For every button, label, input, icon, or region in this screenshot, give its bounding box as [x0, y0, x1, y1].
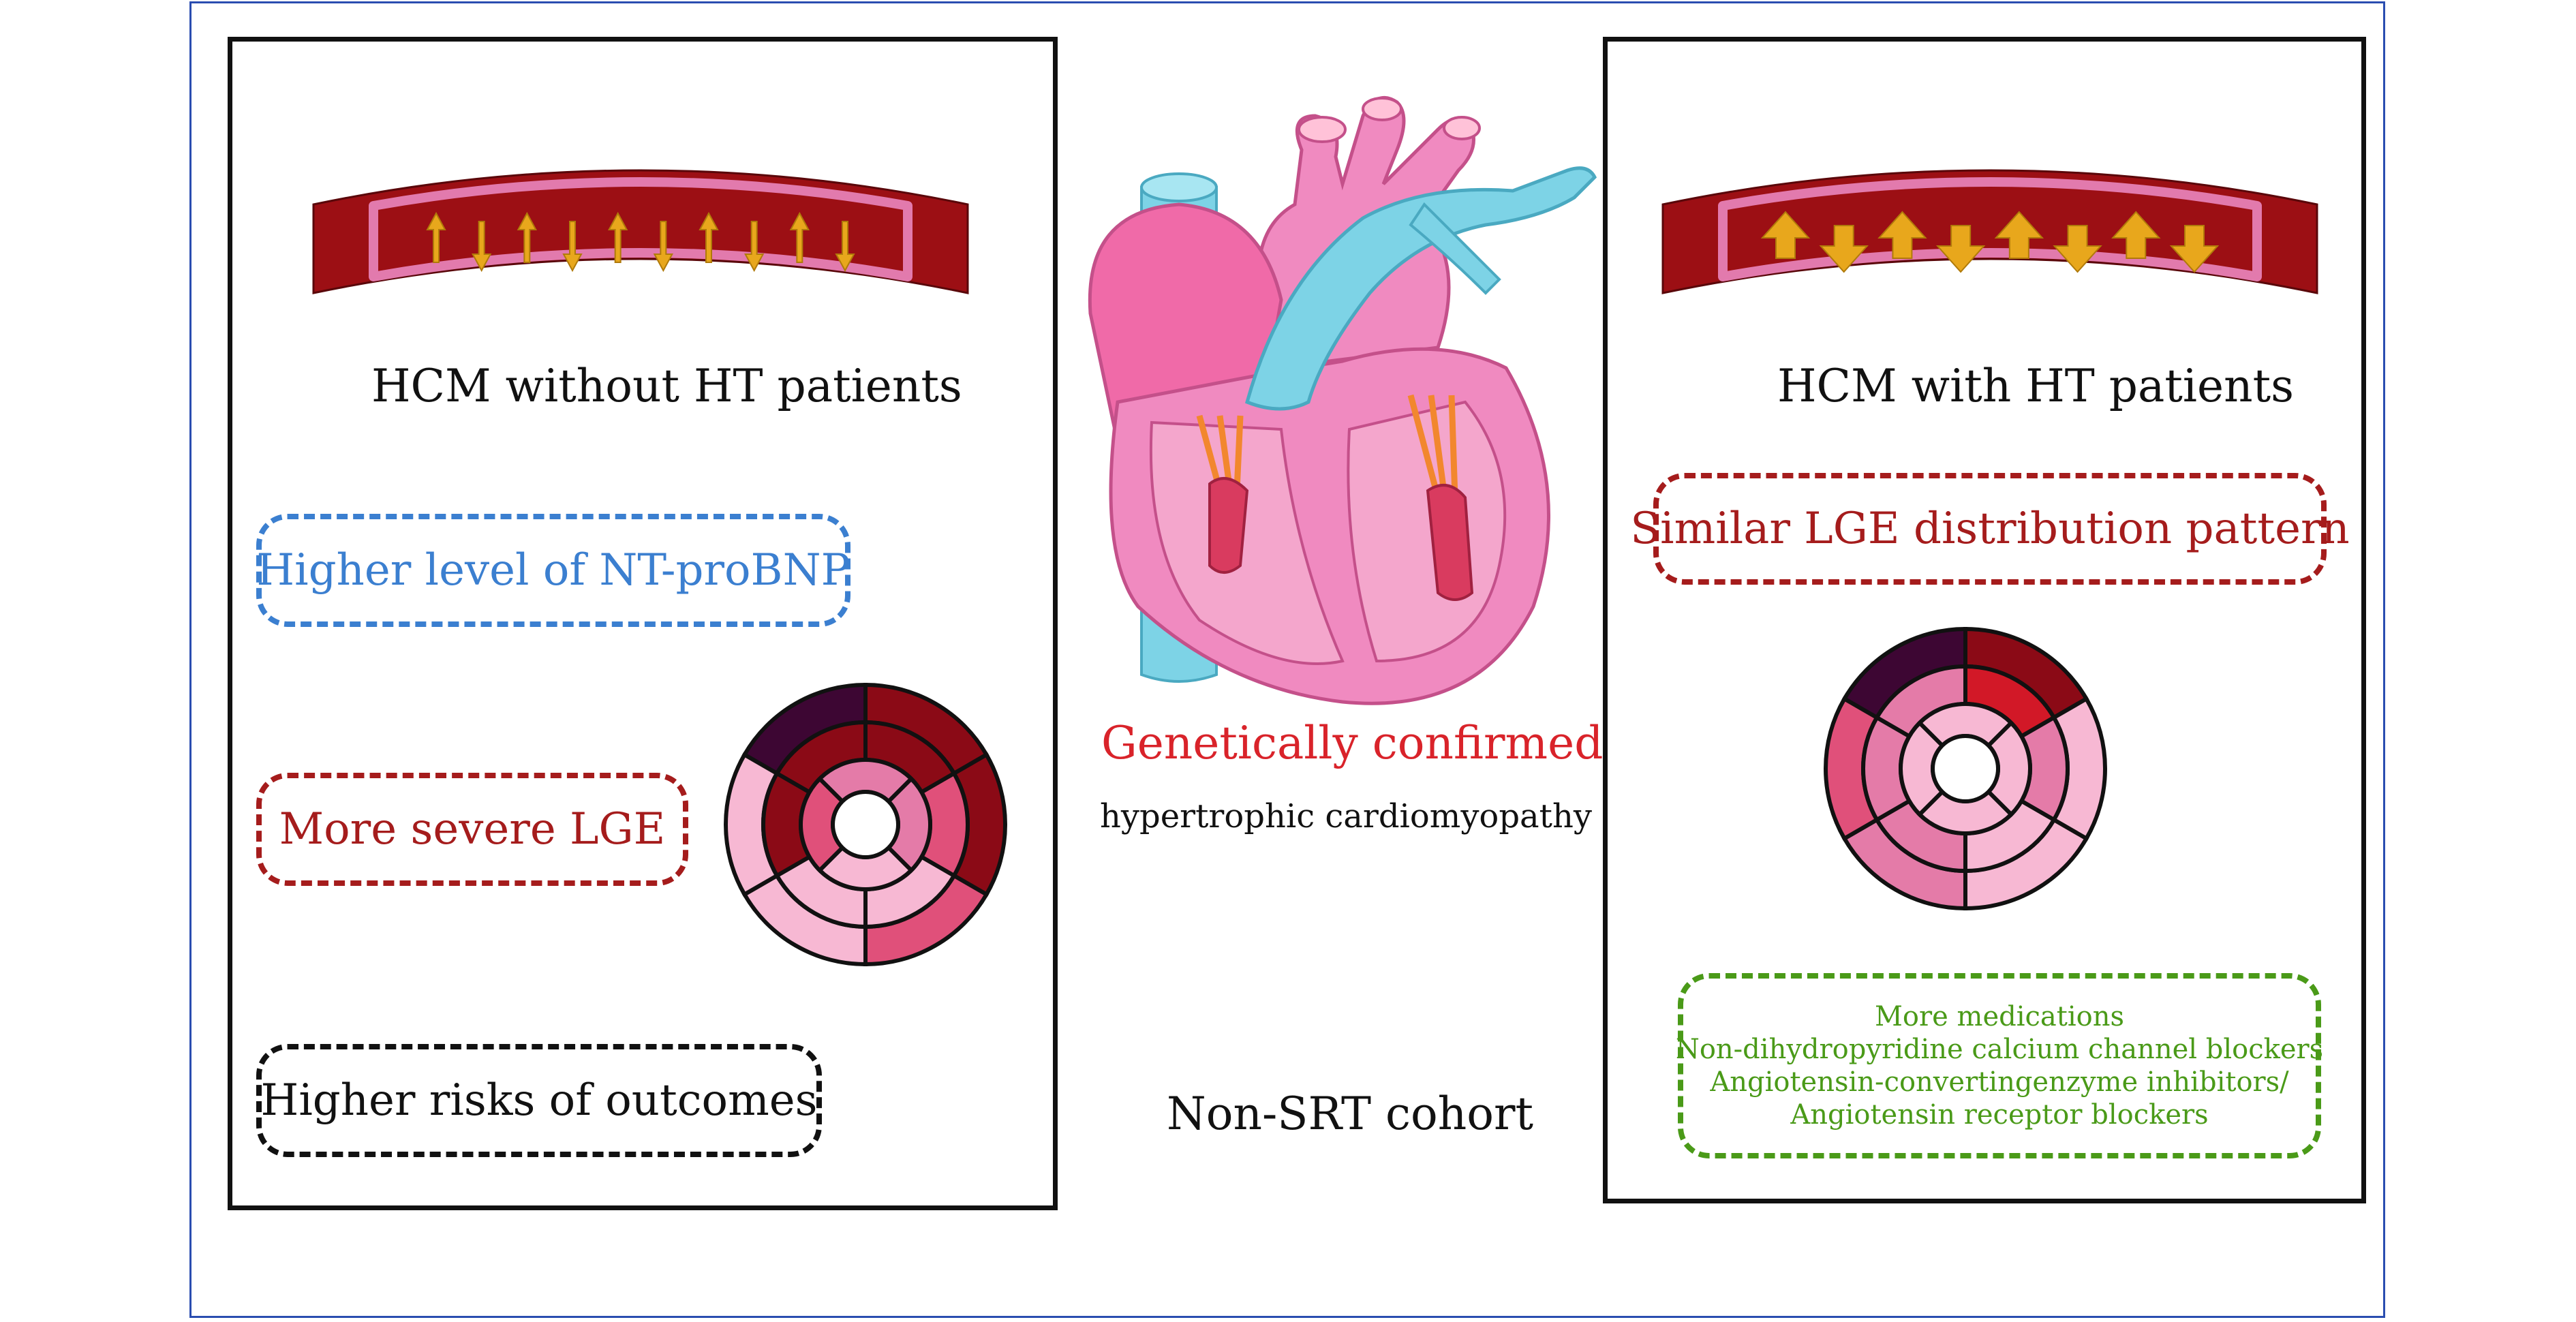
blood-vessel-thick-wall-icon — [1661, 169, 2318, 294]
arrow-up-icon — [1760, 211, 1811, 259]
arrow-up-icon — [1877, 211, 1927, 259]
genetically-confirmed-label: Genetically confirmed — [1101, 717, 1604, 769]
bullseye-apex — [831, 790, 900, 859]
bullseye-apex — [1931, 734, 2000, 803]
vessel-arrows — [426, 211, 855, 273]
arrow-up-icon — [1994, 211, 2044, 259]
vessel-arrows — [1760, 211, 2220, 273]
papillary-muscle-right — [1426, 484, 1474, 601]
arrow-up-icon — [789, 211, 810, 263]
medications-heading: More medications — [1874, 1001, 2125, 1032]
arrow-down-icon — [2053, 225, 2102, 273]
finding-similar-lge-text: Similar LGE distribution pattern — [1630, 504, 2350, 554]
medications-line-ndhp-ccb: Non-dihydropyridine calcium channel bloc… — [1675, 1034, 2324, 1065]
finding-outcomes-box: Higher risks of outcomes — [256, 1044, 822, 1157]
arrow-down-icon — [1819, 225, 1869, 273]
medications-box: More medications Non-dihydropyridine cal… — [1675, 973, 2324, 1158]
arrow-down-icon — [835, 221, 855, 273]
medications-line-acei: Angiotensin-convertingenzyme inhibitors/ — [1710, 1066, 2289, 1098]
finding-lge-text: More severe LGE — [279, 804, 666, 855]
arrow-down-icon — [743, 221, 765, 273]
arrow-up-icon — [517, 211, 538, 263]
heart-illustration-icon — [1088, 95, 1597, 705]
finding-lge-box: More severe LGE — [256, 773, 688, 886]
arrow-up-icon — [699, 211, 719, 263]
arrow-down-icon — [471, 221, 492, 273]
non-srt-cohort-label: Non-SRT cohort — [1167, 1088, 1534, 1140]
medications-line-arb: Angiotensin receptor blockers — [1790, 1099, 2209, 1131]
vessel-lumen-ring — [369, 177, 913, 281]
blood-vessel-normal-wall-icon — [312, 169, 969, 294]
arrow-up-icon — [2111, 211, 2161, 259]
finding-outcomes-text: Higher risks of outcomes — [260, 1075, 818, 1126]
arrow-down-icon — [2169, 225, 2220, 273]
arrow-down-icon — [653, 221, 674, 273]
arrow-down-icon — [1935, 225, 1986, 273]
left-panel-title: HCM without HT patients — [371, 360, 962, 412]
right-panel-title: HCM with HT patients — [1777, 360, 2294, 412]
chordae-right — [1407, 394, 1458, 499]
finding-similar-lge-box: Similar LGE distribution pattern — [1630, 473, 2350, 585]
papillary-muscle-left — [1208, 477, 1249, 574]
lge-bullseye-plot-right — [1824, 626, 2107, 911]
arrow-down-icon — [562, 221, 583, 273]
hcm-label: hypertrophic cardiomyopathy — [1100, 797, 1592, 835]
lge-bullseye-plot-left — [724, 682, 1007, 967]
arrow-up-icon — [607, 211, 628, 263]
arrow-up-icon — [426, 211, 446, 263]
vessel-lumen-ring — [1718, 177, 2262, 281]
figure-frame — [189, 1, 2385, 1318]
finding-ntprobnp-text: Higher level of NT-proBNP — [256, 545, 850, 596]
finding-ntprobnp-box: Higher level of NT-proBNP — [256, 514, 850, 627]
